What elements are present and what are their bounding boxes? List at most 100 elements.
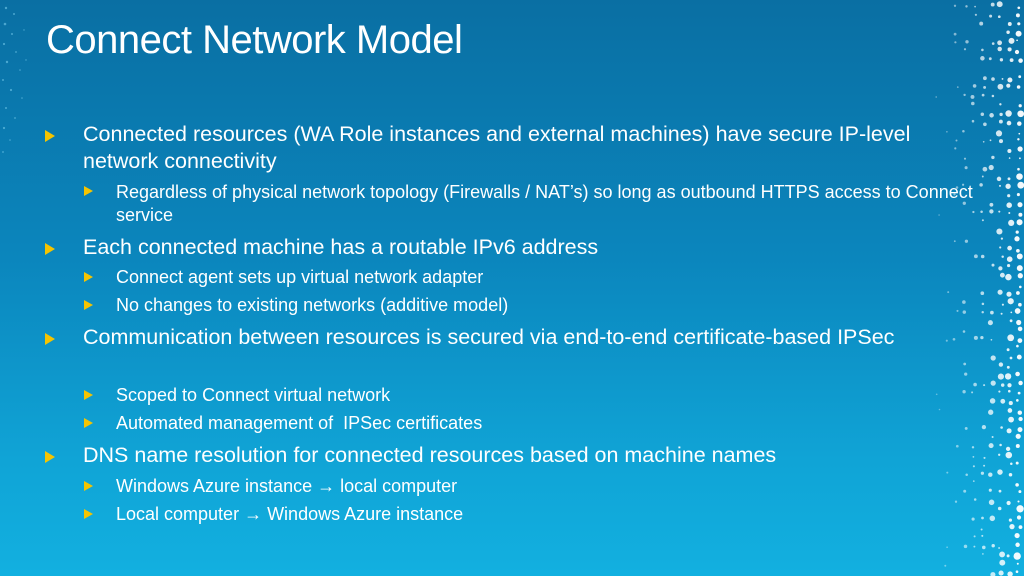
decorative-dot [1016,515,1022,520]
decorative-dot [973,498,977,501]
decorative-dot [1016,354,1022,360]
decorative-dot [1018,416,1023,422]
decorative-dot [974,13,978,16]
decorative-dot [963,93,966,97]
decorative-dot [998,139,1004,144]
decorative-dot [1006,30,1010,35]
decorative-dot [980,471,985,475]
bullet-marker-icon [45,451,55,463]
decorative-dot [938,408,941,411]
list-item: DNS name resolution for connected resour… [83,442,983,469]
sub-bullet-marker-icon [84,481,93,491]
slide-title: Connect Network Model [46,18,463,62]
decorative-dot [1000,426,1003,429]
decorative-dot [1008,219,1015,226]
decorative-dot [988,164,994,171]
decorative-dot [990,338,993,341]
decorative-dot [953,32,957,36]
decorative-dot [983,464,986,467]
decorative-dot [997,289,1003,295]
decorative-dots-left [2,6,27,153]
decorative-dot [989,139,992,142]
decorative-dot [1007,334,1015,342]
decorative-dot [946,546,948,549]
decorative-dot [1017,110,1024,118]
sub-bullet-marker-icon [84,186,93,196]
decorative-dot [988,443,994,449]
decorative-dot [991,94,995,98]
decorative-dot [991,77,995,81]
sub-bullet-text: Local computer → Windows Azure instance [116,504,464,524]
decorative-dot [1008,211,1011,215]
decorative-dot [1016,219,1023,226]
decorative-dot [998,390,1001,393]
decorative-dot [1015,433,1021,439]
decorative-dot [1007,383,1012,388]
decorative-dot [1016,291,1020,295]
decorative-dot [1015,13,1020,18]
decorative-dot [998,210,1001,213]
decorative-dot [1016,193,1020,197]
decorative-dot [1018,380,1023,386]
decorative-dot [981,310,984,314]
decorative-dot [1000,383,1005,387]
decorative-dot [1006,83,1011,88]
decorative-dot [947,291,950,294]
sub-bullet-text: Scoped to Connect virtual network [116,385,391,405]
decorative-dot [990,380,996,386]
decorative-dot [979,183,983,187]
decorative-dot [997,469,1003,475]
list-item: Communication between resources is secur… [83,324,983,351]
decorative-dot [1008,389,1011,393]
decorative-dot [997,506,1002,511]
decorative-dot [1018,58,1023,63]
decorative-dot [991,155,995,160]
sub-list-item: Automated management of IPSec certificat… [116,412,976,435]
decorative-dot [981,424,987,430]
decorative-dot [990,2,995,7]
decorative-dot [982,166,988,172]
decorative-dot [1000,398,1006,404]
decorative-dot [996,176,1002,182]
decorative-dot [1007,264,1011,268]
decorative-dot [981,516,984,520]
decorative-dot [983,122,987,127]
decorative-dot [1016,39,1018,42]
decorative-dot [999,272,1005,278]
decorative-dot [1018,75,1022,79]
decorative-dot [1014,308,1021,314]
decorative-dot [983,76,987,81]
decorative-dot [1005,110,1012,117]
decorative-dot [1018,212,1023,217]
decorative-dot [1016,253,1023,260]
decorative-dot [998,453,1001,456]
decorative-dot [963,544,968,549]
decorative-dot [1018,525,1023,530]
decorative-dot [979,21,984,26]
decorative-dot [980,210,983,213]
decorative-dot [1017,22,1021,26]
decorative-dot [1000,237,1004,240]
decorative-dot [965,40,969,44]
decorative-dot [999,58,1004,62]
decorative-dot [991,263,995,267]
decorative-dot [1017,338,1023,343]
bullet-text: DNS name resolution for connected resour… [83,443,777,467]
sub-list-item: No changes to existing networks (additiv… [116,294,976,317]
sub-bullet-marker-icon [84,272,93,282]
decorative-dot [954,41,957,44]
decorative-dot [1017,391,1021,395]
sub-list-item: Local computer → Windows Azure instance [116,503,976,526]
sub-bullet-text: Connect agent sets up virtual network ad… [116,267,484,287]
decorative-dot [1005,451,1013,459]
decorative-dot [1015,30,1022,37]
sub-bullet-text: Automated management of IPSec certificat… [116,413,483,433]
decorative-dot [998,119,1003,124]
decorative-dot [1005,446,1011,452]
decorative-dot [1007,148,1012,154]
decorative-dot [991,544,995,548]
decorative-dot [999,112,1003,117]
decorative-dot [1017,326,1023,332]
decorative-dot [1010,462,1013,465]
